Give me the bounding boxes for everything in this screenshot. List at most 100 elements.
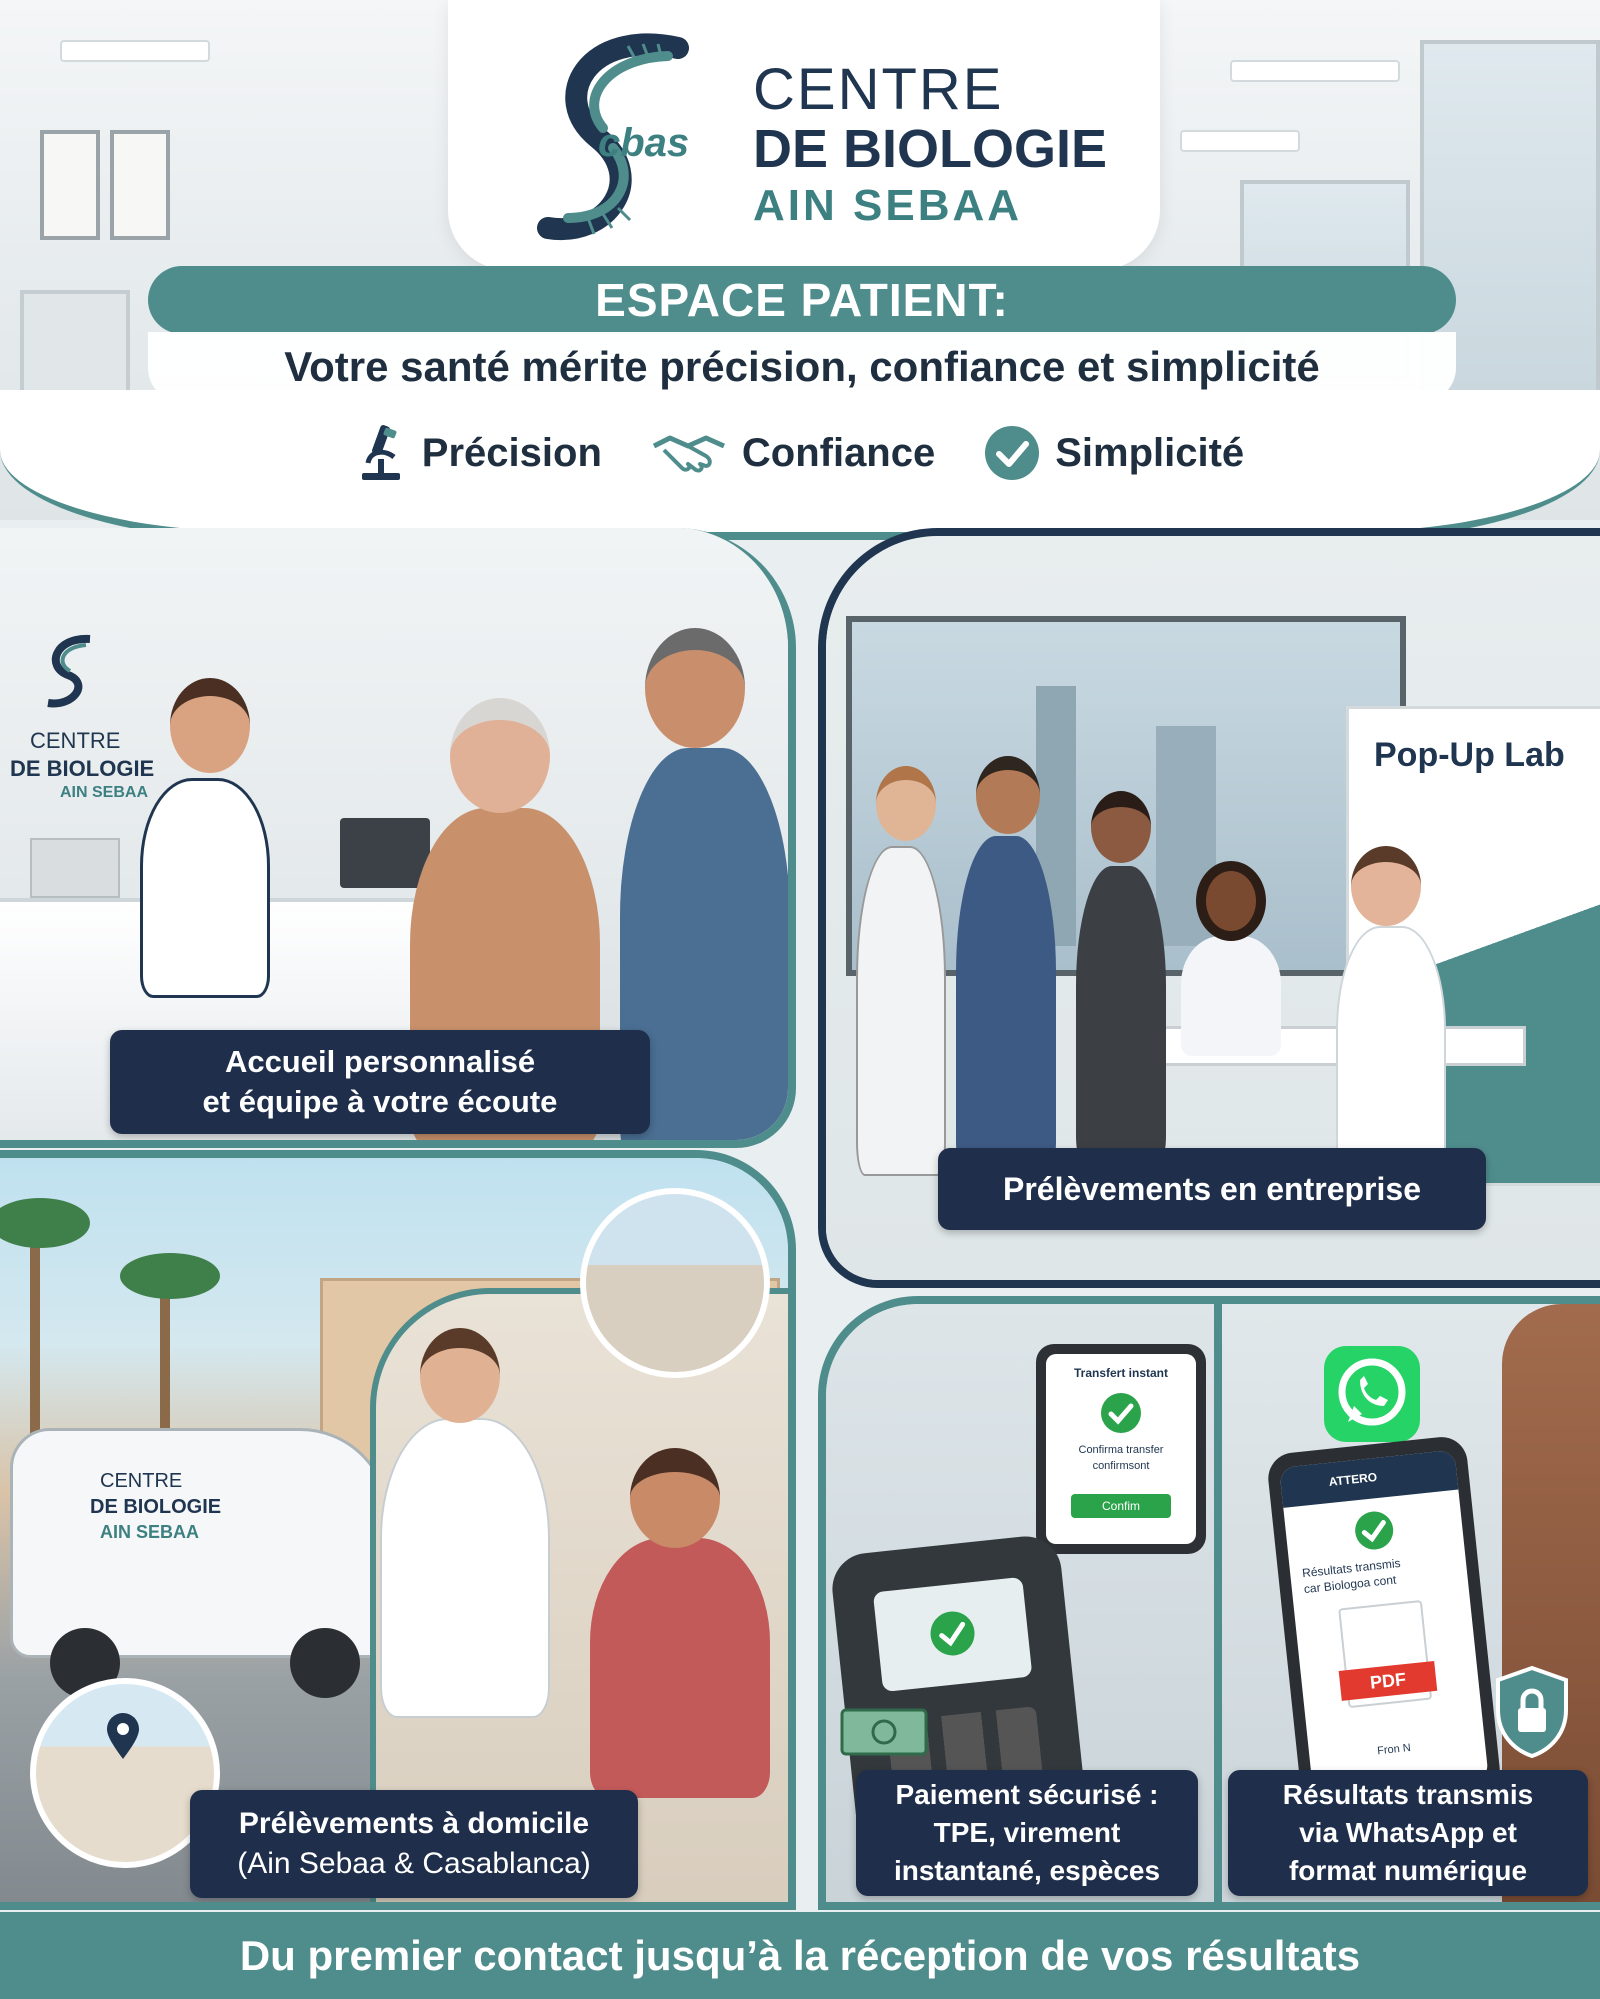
caption-entreprise: Prélèvements en entreprise (938, 1148, 1486, 1230)
receptionist-figure (140, 778, 270, 998)
caption-accueil-line2: et équipe à votre écoute (202, 1084, 558, 1119)
whatsapp-icon (1324, 1346, 1420, 1442)
values-band (0, 390, 1600, 540)
handshake-icon (652, 435, 725, 473)
wall-sign-line1: CENTRE (30, 728, 121, 753)
seated-employee-head (1196, 861, 1266, 941)
patient-woman-head (450, 698, 550, 813)
caption-whatsapp-line1: Résultats transmis (1282, 1779, 1534, 1810)
lock-shield-icon (1496, 1665, 1568, 1759)
desk (1106, 1026, 1526, 1066)
panel-accueil: CENTRE DE BIOLOGIE AIN SEBAA Accueil per… (0, 528, 796, 1148)
street-scene: CENTRE DE BIOLOGIE AIN SEBAA (0, 1158, 788, 1902)
value-precision-label: Précision (421, 430, 602, 475)
results-check-icon (1355, 1511, 1394, 1550)
location-pin-icon (107, 1713, 139, 1759)
panel-paiement: Transfert instant Confirma transfer conf… (818, 1296, 1218, 1910)
employee-figure (1076, 866, 1166, 1166)
value-simplicite-label: Simplicité (1055, 430, 1245, 475)
caption-whatsapp-line2: via WhatsApp et (1299, 1817, 1517, 1848)
printer (30, 838, 120, 898)
employee-figure (856, 846, 946, 1176)
employee-head (876, 766, 936, 841)
caption-accueil-line1: Accueil personnalisé (224, 1044, 536, 1079)
patient-head (630, 1448, 720, 1548)
popup-lab-sign: Pop-Up Lab (1374, 736, 1565, 774)
page-subtitle: Votre santé mérite précision, confiance … (284, 343, 1320, 390)
brand-name-line2: DE BIOLOGIE (753, 119, 1108, 179)
transfer-text-line2: confirmsont (1092, 1460, 1150, 1472)
dna-logo-icon: cbas (537, 33, 689, 241)
caption-whatsapp-line3: format numérique (1288, 1855, 1528, 1886)
ceiling-light (1230, 60, 1400, 82)
employee-head (1091, 791, 1151, 863)
transfer-title: Transfert instant (1073, 1366, 1169, 1380)
transfer-check-icon (1101, 1393, 1141, 1433)
caption-domicile-line1: Prélèvements à domicile (238, 1807, 590, 1840)
footer-text: Du premier contact jusqu’à la réception … (239, 1931, 1361, 1979)
logo-monogram: cbas (598, 121, 689, 165)
nurse-figure (380, 1418, 550, 1718)
value-confiance: Confiance (650, 428, 935, 478)
caption-paiement-line2: TPE, virement (933, 1817, 1121, 1848)
employee-head (976, 756, 1040, 834)
city-inset-map (30, 1678, 220, 1868)
palm-tree (160, 1268, 170, 1488)
patient-figure (590, 1538, 770, 1798)
service-van (10, 1428, 390, 1658)
van-wheel (290, 1628, 360, 1698)
caption-paiement-line1: Paiement sécurisé : (895, 1779, 1159, 1810)
palm-tree (30, 1218, 40, 1478)
values-row: Précision Confiance Simplicité (0, 418, 1600, 488)
checkmark-icon (985, 426, 1040, 480)
brand-name-line3: AIN SEBAA (753, 181, 1023, 230)
caption-entreprise-text: Prélèvements en entreprise (1003, 1170, 1421, 1207)
seated-employee-figure (1181, 936, 1281, 1056)
tpe-check-icon (930, 1611, 975, 1656)
city-inset-top (580, 1188, 770, 1378)
caption-paiement: Paiement sécurisé : TPE, virement instan… (856, 1770, 1198, 1896)
receptionist-head (170, 678, 250, 773)
title-banner: ESPACE PATIENT: (148, 266, 1456, 334)
confirm-button[interactable]: Confim (1071, 1494, 1171, 1518)
ceiling-light (60, 40, 210, 62)
computer-monitor (340, 818, 430, 888)
caption-accueil: Accueil personnalisé et équipe à votre é… (110, 1030, 650, 1134)
wall-certificate (40, 130, 100, 240)
brand-name: CENTRE DE BIOLOGIE AIN SEBAA (753, 60, 1107, 234)
wall-logo-icon (47, 634, 91, 708)
subtitle-banner: Votre santé mérite précision, confiance … (148, 332, 1456, 402)
palm-leaves (0, 1198, 90, 1248)
wall-certificate (110, 130, 170, 240)
van-sign-line2: DE BIOLOGIE (90, 1496, 222, 1518)
van-sign-line1: CENTRE (100, 1470, 183, 1492)
ceiling-light (1180, 130, 1300, 152)
palm-leaves (120, 1253, 220, 1299)
footer-banner: Du premier contact jusqu’à la réception … (0, 1912, 1600, 1999)
caption-whatsapp: Résultats transmis via WhatsApp et forma… (1228, 1770, 1588, 1896)
cash-icon (840, 1708, 928, 1756)
nurse-head (420, 1328, 500, 1423)
results-phone: ATTERO Résultats transmis car Biologoa c… (1265, 1434, 1503, 1814)
panel-entreprise: Pop-Up Lab Prélèvements en entreprise (818, 528, 1600, 1288)
brand-name-line1: CENTRE (753, 57, 1004, 122)
panel-whatsapp: ATTERO Résultats transmis car Biologoa c… (1214, 1296, 1600, 1910)
transfer-text-line1: Confirma transfer (1078, 1444, 1164, 1456)
value-simplicite: Simplicité (983, 424, 1244, 482)
transfer-phone: Transfert instant Confirma transfer conf… (1036, 1344, 1206, 1554)
microscope-icon (361, 425, 400, 480)
van-sign-line3: AIN SEBAA (100, 1522, 200, 1542)
caption-paiement-line3: instantané, espèces (893, 1855, 1161, 1886)
patient-man-head (645, 628, 745, 748)
logo-card: cbas CENTRE DE BIOLOGIE AIN SEBAA (448, 0, 1160, 270)
employee-figure (956, 836, 1056, 1176)
page-title: ESPACE PATIENT: (595, 274, 1009, 326)
panel-domicile: CENTRE DE BIOLOGIE AIN SEBAA Prélèvement… (0, 1150, 796, 1910)
value-precision: Précision (356, 423, 602, 483)
wall-sign-line2: DE BIOLOGIE (10, 756, 155, 781)
nurse-figure (1336, 926, 1446, 1186)
nurse-head (1351, 846, 1421, 926)
caption-domicile: Prélèvements à domicile (Ain Sebaa & Cas… (190, 1790, 638, 1898)
wall-sign-line3: AIN SEBAA (60, 784, 149, 801)
caption-domicile-line2: (Ain Sebaa & Casablanca) (237, 1847, 591, 1880)
